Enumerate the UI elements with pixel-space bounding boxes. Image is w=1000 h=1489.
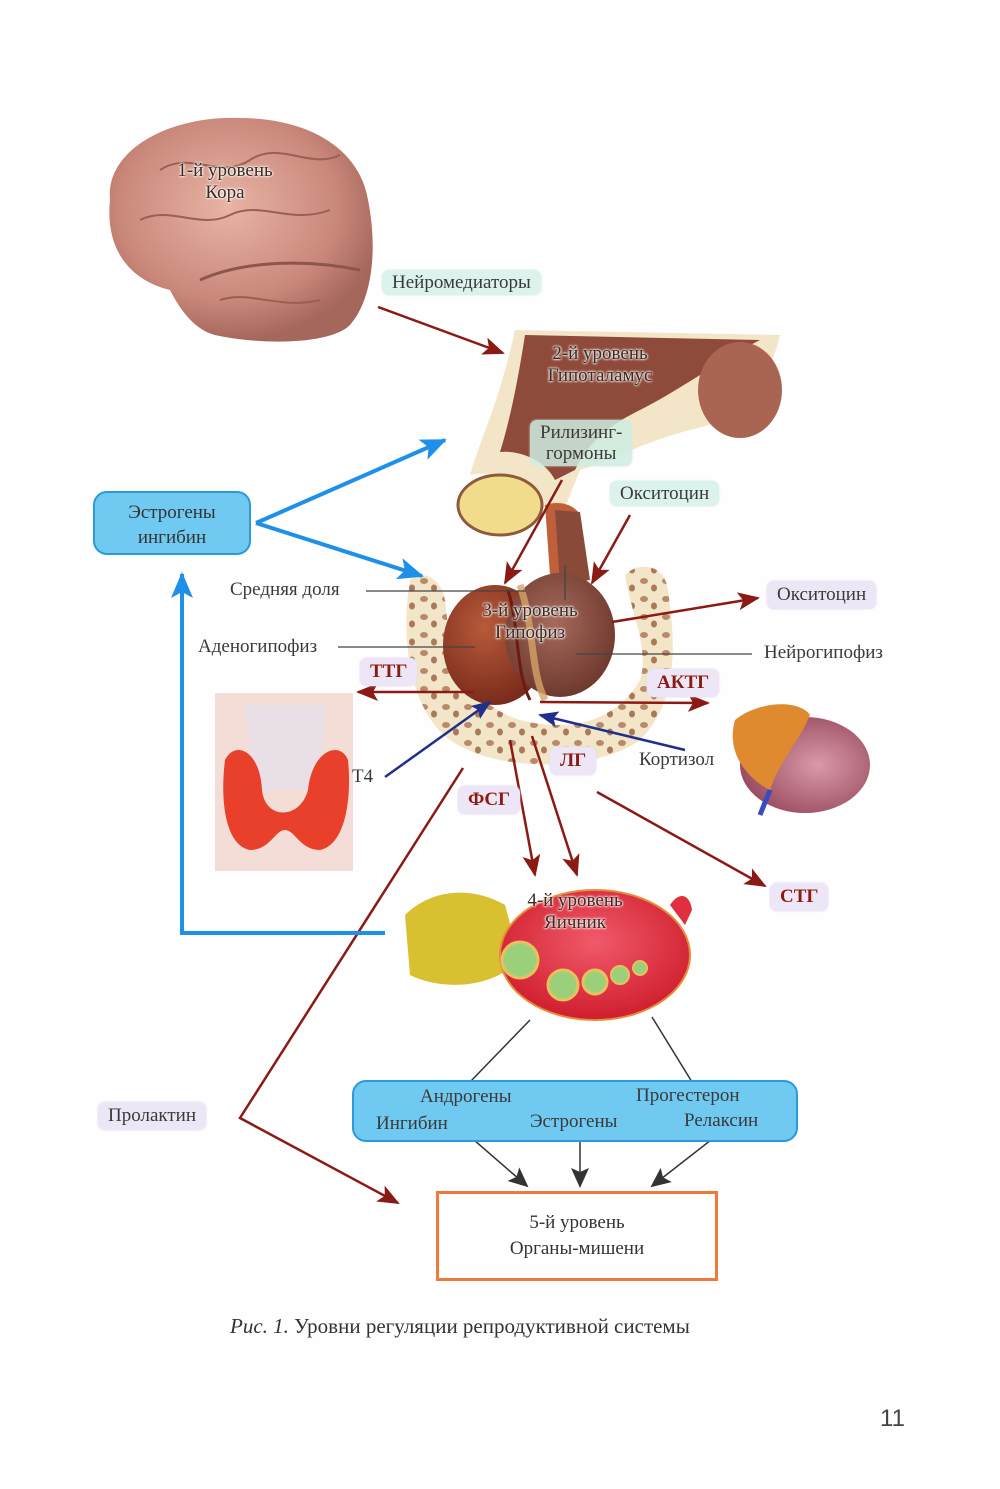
releasing-arrow: [503, 479, 564, 585]
level2-line1: 2-й уровень: [552, 343, 648, 364]
level3-line2: Гипофиз: [494, 622, 566, 643]
ovary-image: [405, 889, 692, 1021]
hormone-estrogens: Эстрогены: [530, 1111, 618, 1132]
ovary-hormones-box: Андрогены Прогестерон Ингибин Эстрогены …: [352, 1080, 798, 1142]
middle-lobe-label: Средняя доля: [230, 579, 340, 600]
prolactin-arrow: [238, 767, 465, 1205]
neuromediators-tag: Нейромедиаторы: [382, 270, 541, 295]
oxytocin-hypothalamus-tag: Окситоцин: [610, 481, 720, 506]
aktg-tag: АКТГ: [647, 669, 720, 697]
ovary-to-box-right: [651, 1016, 693, 1083]
prolactin-tag: Пролактин: [98, 1102, 207, 1130]
stg-tag: СТГ: [770, 883, 829, 911]
oxytocin-out-tag: Окситоцин: [767, 581, 877, 609]
t4-label: Т4: [352, 766, 374, 787]
level2-label: 2-й уровень Гипоталамус: [530, 343, 670, 387]
releasing-hormones-tag: Рилизинг- гормоны: [530, 420, 633, 466]
lg-tag: ЛГ: [550, 747, 597, 775]
pituitary-image: [443, 503, 615, 705]
level1-line1: 1-й уровень: [177, 160, 273, 181]
oxytocin-out-arrow: [611, 592, 760, 624]
hormone-relaxin: Релаксин: [684, 1110, 759, 1131]
feedback-hypothalamus-arrow: [255, 438, 447, 525]
level3-line1: 3-й уровень: [482, 600, 578, 621]
level4-line2: Яичник: [544, 912, 606, 933]
level3-label: 3-й уровень Гипофиз: [465, 600, 595, 644]
oxytocin-down-arrow: [590, 514, 632, 585]
figure-caption: Рис. 1. Уровни регуляции репродуктивной …: [230, 1314, 690, 1339]
fsg-arrow: [508, 739, 541, 877]
hormone-inhibin: Ингибин: [376, 1113, 448, 1134]
adenohypophysis-label: Аденогипофиз: [198, 636, 318, 657]
page-number: 11: [880, 1405, 905, 1432]
target-organs-box: 5-й уровень Органы-мишени: [436, 1191, 718, 1281]
t4-arrow: [384, 700, 492, 779]
hormones-to-target-right: [650, 1139, 712, 1188]
ttg-tag: ТТГ: [360, 658, 418, 686]
feedback-line1: Эстрогены: [128, 502, 216, 523]
aktg-arrow: [539, 693, 710, 712]
lg-arrow: [530, 735, 580, 877]
caption-prefix: Рис. 1.: [230, 1314, 289, 1338]
cortisol-arrow: [538, 711, 686, 752]
feedback-line2: ингибин: [137, 527, 207, 548]
estrogens-inhibin-box: Эстрогены ингибин: [93, 491, 251, 555]
hormone-androgens: Андрогены: [420, 1086, 512, 1107]
level4-line1: 4-й уровень: [527, 890, 623, 911]
ovary-feedback-arrow: [171, 572, 385, 935]
cortisol-label: Кортизол: [639, 749, 715, 770]
level5-line1: 5-й уровень: [529, 1212, 625, 1233]
brain-image: [109, 117, 373, 342]
thyroid-image: [215, 693, 353, 871]
neurohypophysis-label: Нейрогипофиз: [764, 642, 883, 663]
feedback-pituitary-arrow: [255, 521, 424, 580]
level1-label: 1-й уровень Кора: [160, 160, 290, 204]
releasing-line1: Рилизинг-: [540, 422, 623, 443]
level5-line2: Органы-мишени: [509, 1238, 645, 1259]
level1-line2: Кора: [205, 182, 245, 203]
releasing-line2: гормоны: [545, 443, 617, 464]
ovary-to-box-left: [469, 1019, 531, 1083]
neuromediators-arrow: [377, 305, 505, 355]
hormones-to-target-left: [473, 1139, 529, 1188]
fsg-tag: ФСГ: [458, 786, 521, 814]
hormone-progesterone: Прогестерон: [636, 1085, 740, 1106]
stg-arrow: [596, 790, 767, 888]
level4-label: 4-й уровень Яичник: [510, 890, 640, 934]
caption-text: Уровни регуляции репродуктивной системы: [294, 1314, 690, 1338]
adrenal-image: [732, 704, 870, 816]
level2-line2: Гипоталамус: [547, 365, 653, 386]
